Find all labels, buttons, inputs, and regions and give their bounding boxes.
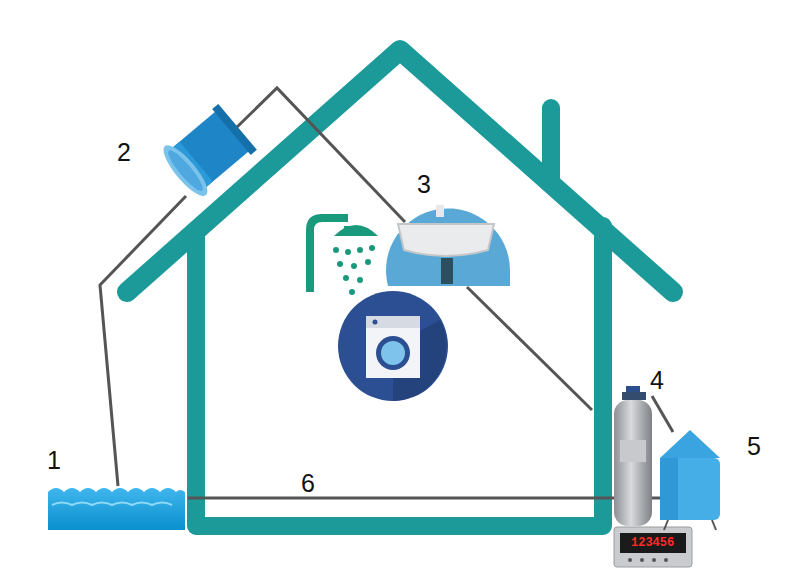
callout-number: 5 <box>747 434 761 459</box>
callout-number: 6 <box>301 471 315 496</box>
callout-number: 3 <box>417 172 431 197</box>
collector-unit <box>157 102 258 201</box>
filter-cylinder <box>614 386 652 526</box>
washing-machine-icon <box>338 291 448 401</box>
shower-icon <box>306 214 378 295</box>
meter-reading: 123456 <box>628 535 677 551</box>
callout-number: 2 <box>117 140 131 165</box>
sink-icon <box>386 205 510 286</box>
water-source <box>48 488 185 530</box>
meter-device <box>614 527 692 567</box>
callout-number: 4 <box>650 368 664 393</box>
callout-number: 1 <box>47 448 61 473</box>
storage-tank <box>660 430 720 530</box>
pipe-lines <box>100 88 673 498</box>
house-outline <box>127 50 673 526</box>
